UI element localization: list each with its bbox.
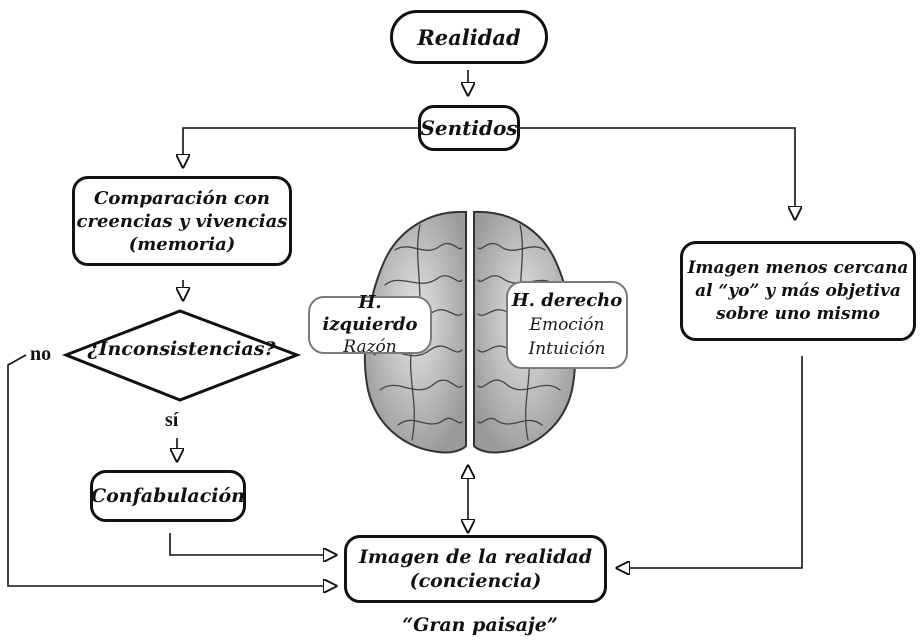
node-image-objective-line-3: sobre uno mismo (716, 303, 880, 324)
node-image-reality: Imagen de la realidad (conciencia) (344, 535, 607, 603)
edge-label-no: no (30, 343, 52, 365)
node-image-objective: Imagen menos cercana al “yo” y más objet… (680, 241, 916, 341)
node-inconsistencies-label: ¿Inconsistencias? (87, 338, 276, 360)
arrow-no-to-image (7, 354, 336, 586)
arrow-confabulation-to-image (169, 533, 336, 555)
right-hemisphere-sub-2: Intuición (528, 339, 606, 359)
right-hemisphere-title: H. derecho (511, 290, 623, 311)
node-image-objective-line-2: al “yo” y más objetiva (695, 280, 901, 301)
node-inconsistencies: ¿Inconsistencias? (66, 338, 297, 360)
caption: “Gran paisaje” (402, 614, 558, 636)
right-hemisphere-sub-1: Emoción (529, 315, 605, 335)
node-reality-label: Realidad (417, 24, 521, 50)
node-right-hemisphere: H. derecho Emoción Intuición (506, 281, 628, 369)
left-hemisphere-sub: Razón (343, 337, 397, 357)
node-senses-label: Sentidos (420, 116, 518, 140)
node-image-objective-line-1: Imagen menos cercana (687, 257, 909, 278)
node-confabulation: Confabulación (90, 470, 246, 522)
arrow-senses-to-objective (520, 127, 795, 219)
node-comparison: Comparación con creencias y vivencias (m… (72, 176, 292, 266)
edge-label-yes: sí (165, 409, 179, 431)
node-image-reality-line-1: Imagen de la realidad (359, 546, 592, 568)
arrow-senses-to-comparison (183, 127, 418, 167)
decision-diamond (61, 309, 302, 402)
node-comparison-line-2: creencias y vivencias (76, 210, 288, 232)
node-comparison-line-3: (memoria) (128, 233, 236, 255)
node-confabulation-label: Confabulación (91, 485, 245, 507)
arrow-objective-to-image (617, 356, 803, 568)
node-reality: Realidad (390, 10, 548, 64)
arrow-lines (7, 70, 803, 586)
node-senses: Sentidos (418, 105, 520, 151)
node-comparison-line-1: Comparación con (94, 187, 270, 209)
left-hemisphere-title: H. izquierdo (322, 292, 418, 335)
node-image-reality-line-2: (conciencia) (409, 570, 542, 592)
node-left-hemisphere: H. izquierdo Razón (308, 292, 432, 357)
brain-illustration (363, 210, 577, 454)
